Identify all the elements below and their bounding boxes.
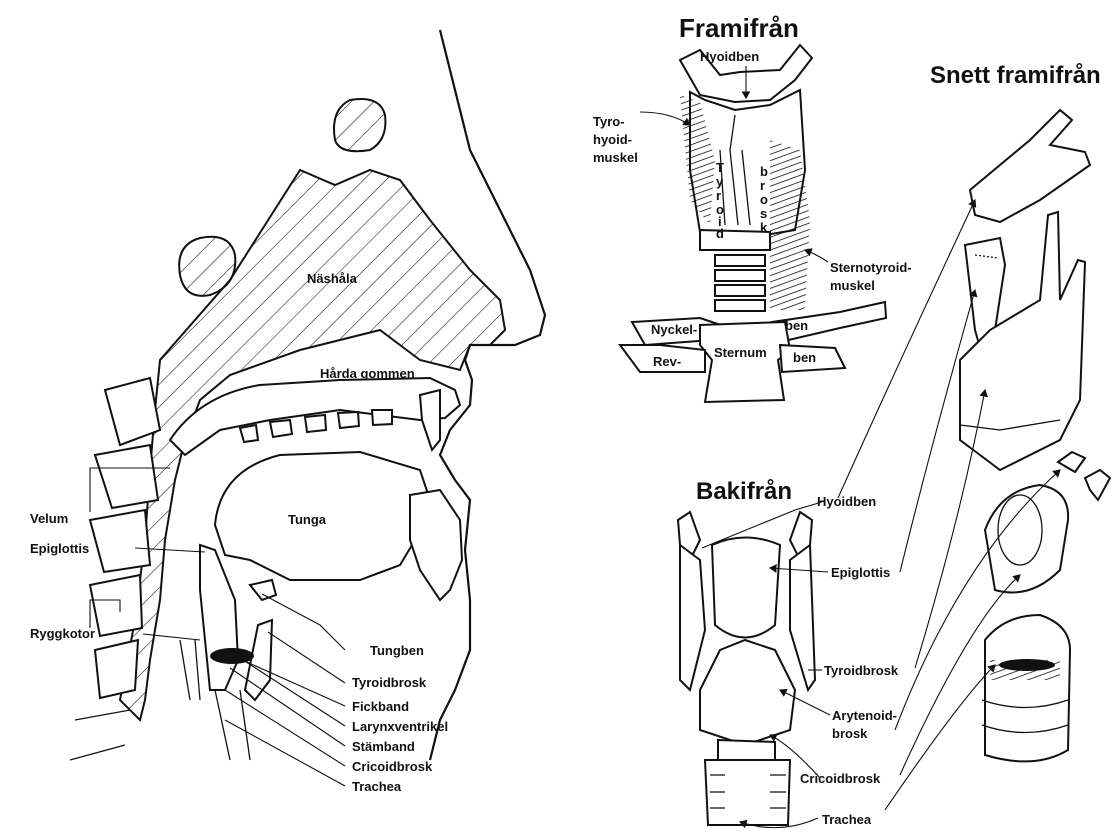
back-view xyxy=(678,512,815,825)
label-sternotyroid-2: muskel xyxy=(830,278,875,293)
label-tyrohyoid-2: hyoid- xyxy=(593,132,632,147)
label-sternotyroid-1: Sternotyroid- xyxy=(830,260,912,275)
arrow-sternotyroid xyxy=(805,250,828,262)
svg-text:T: T xyxy=(716,160,724,175)
label-tyrohyoid-1: Tyro- xyxy=(593,114,625,129)
brosk-vertical-label: b r o s k xyxy=(760,164,768,235)
label-trachea: Trachea xyxy=(352,779,402,794)
svg-text:s: s xyxy=(760,206,767,221)
title-snett-framifran: Snett framifrån xyxy=(930,62,1101,89)
label-back-hyoidben: Hyoidben xyxy=(817,494,876,509)
label-nashala: Näshåla xyxy=(307,271,358,286)
label-sternum: Sternum xyxy=(714,345,767,360)
label-arytenoid-1: Arytenoid- xyxy=(832,708,897,723)
svg-text:r: r xyxy=(760,178,765,193)
title-bakifran: Bakifrån xyxy=(696,478,792,505)
label-harda-gommen: Hårda gommen xyxy=(320,366,415,381)
label-stamband: Stämband xyxy=(352,739,415,754)
sagittal-section xyxy=(70,30,545,760)
label-tyroidbrosk: Tyroidbrosk xyxy=(352,675,427,690)
frontal-sinus xyxy=(334,99,385,151)
label-arytenoid-2: brosk xyxy=(832,726,868,741)
label-larynxventrikel: Larynxventrikel xyxy=(352,719,448,734)
title-framifran: Framifrån xyxy=(679,13,799,43)
label-ryggkotor: Ryggkotor xyxy=(30,626,95,641)
svg-text:d: d xyxy=(716,226,724,241)
label-ben-right: ben xyxy=(785,318,808,333)
label-front-hyoidben: Hyoidben xyxy=(700,49,759,64)
svg-text:b: b xyxy=(760,164,768,179)
svg-text:y: y xyxy=(716,174,724,189)
label-tunga: Tunga xyxy=(288,512,327,527)
oblique-view xyxy=(960,110,1110,761)
hyoid-shape xyxy=(250,580,276,600)
label-fickband: Fickband xyxy=(352,699,409,714)
label-back-tyroidbrosk: Tyroidbrosk xyxy=(824,663,899,678)
svg-text:k: k xyxy=(760,220,768,235)
label-back-epiglottis: Epiglottis xyxy=(831,565,890,580)
label-tyrohyoid-3: muskel xyxy=(593,150,638,165)
svg-text:r: r xyxy=(716,188,721,203)
label-velum: Velum xyxy=(30,511,68,526)
larynx-ventricle-shape xyxy=(210,648,254,664)
label-cricoidbrosk: Cricoidbrosk xyxy=(352,759,433,774)
label-back-trachea: Trachea xyxy=(822,812,872,827)
label-tungben: Tungben xyxy=(370,643,424,658)
label-back-cricoidbrosk: Cricoidbrosk xyxy=(800,771,881,786)
label-rev: Rev- xyxy=(653,354,681,369)
label-epiglottis: Epiglottis xyxy=(30,541,89,556)
epiglottis-shape xyxy=(200,545,238,690)
label-ben-lower: ben xyxy=(793,350,816,365)
label-nyckel: Nyckel- xyxy=(651,322,697,337)
lower-jaw xyxy=(410,490,462,600)
svg-text:o: o xyxy=(760,192,768,207)
